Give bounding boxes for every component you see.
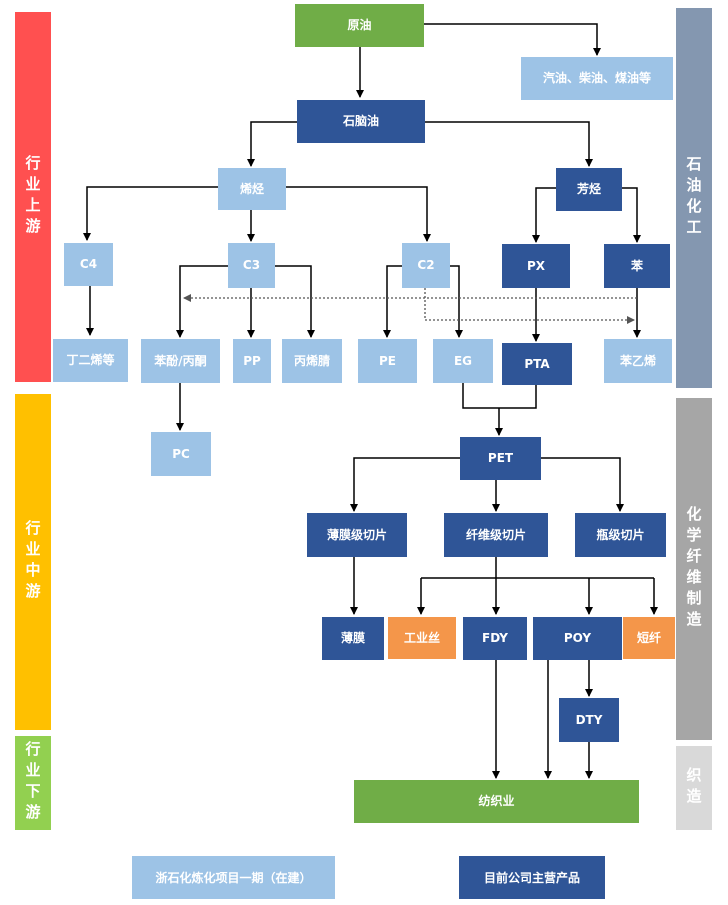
node-film-chip: 薄膜级切片 [307,513,407,557]
node-fdy: FDY [463,617,527,660]
node-styrene: 苯乙烯 [604,339,672,383]
node-c4: C4 [64,243,113,286]
chemical-fiber-label: 化学纤维制造 [676,398,712,740]
node-c2: C2 [402,243,450,288]
node-poy: POY [533,617,622,660]
node-dty: DTY [559,698,619,742]
petrochemical-label: 石油化工 [676,8,712,388]
node-bottle-chip: 瓶级切片 [575,513,666,557]
node-butadiene: 丁二烯等 [53,339,128,382]
node-staple-fiber: 短纤 [623,617,675,659]
midstream-label: 行业中游 [15,394,51,730]
legend-main-products: 目前公司主营产品 [459,856,605,899]
node-pp: PP [233,339,271,383]
node-c3: C3 [228,243,275,288]
node-olefins: 烯烃 [218,168,286,210]
node-industrial-yarn: 工业丝 [388,617,456,659]
downstream-label: 行业下游 [15,736,51,830]
node-px: PX [502,244,570,288]
weaving-label: 织造 [676,746,712,830]
node-pta: PTA [502,343,572,385]
node-phenol-acetone: 苯酚/丙酮 [141,339,220,383]
node-fuels: 汽油、柴油、煤油等 [521,57,673,100]
node-crude-oil: 原油 [295,4,424,47]
node-textile: 纺织业 [354,780,639,823]
node-benzene: 苯 [604,244,670,288]
node-aromatics: 芳烃 [556,168,622,211]
node-naphtha: 石脑油 [297,100,425,143]
upstream-label: 行业上游 [15,12,51,382]
node-pet: PET [460,437,541,480]
legend-zpc-project: 浙石化炼化项目一期（在建） [132,856,335,899]
node-eg: EG [433,339,493,383]
node-pc: PC [151,432,211,476]
node-film: 薄膜 [322,617,384,660]
node-pe: PE [358,339,417,383]
node-acrylonitrile: 丙烯腈 [282,339,342,383]
node-fiber-chip: 纤维级切片 [444,513,548,557]
